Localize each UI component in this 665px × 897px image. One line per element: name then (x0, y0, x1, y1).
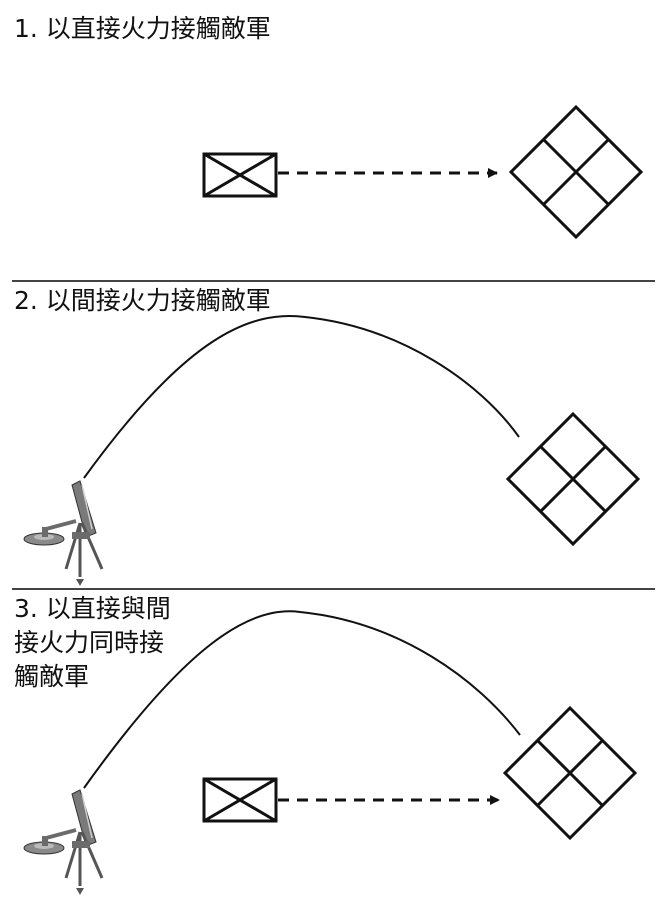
indirect-fire-trajectory (83, 610, 521, 789)
direct-fire-diagram (202, 104, 644, 240)
section-divider (12, 280, 655, 282)
panel-title: 2. 以間接火力接觸敵軍 (14, 286, 271, 315)
panel-direct-fire: 1. 以直接火力接觸敵軍 (0, 0, 665, 282)
section-divider (12, 588, 655, 590)
panel-combined-fire: 3. 以直接與間 接火力同時接 觸敵軍 (0, 590, 665, 897)
enemy-diamond-symbol-icon (508, 104, 644, 240)
indirect-fire-trajectory (83, 315, 520, 479)
enemy-diamond-symbol-icon (505, 411, 641, 547)
panel-title: 1. 以直接火力接觸敵軍 (14, 14, 271, 43)
panel-indirect-fire: 2. 以間接火力接觸敵軍 (0, 282, 665, 590)
combined-fire-diagram (23, 610, 638, 895)
mortar-icon (23, 480, 104, 586)
enemy-diamond-symbol-icon (502, 705, 638, 841)
mortar-icon (23, 789, 104, 895)
infantry-unit-symbol-icon (202, 152, 278, 198)
indirect-fire-diagram (23, 315, 641, 586)
panel-title: 3. 以直接與間 接火力同時接 觸敵軍 (14, 594, 171, 691)
infantry-unit-symbol-icon (202, 777, 278, 823)
